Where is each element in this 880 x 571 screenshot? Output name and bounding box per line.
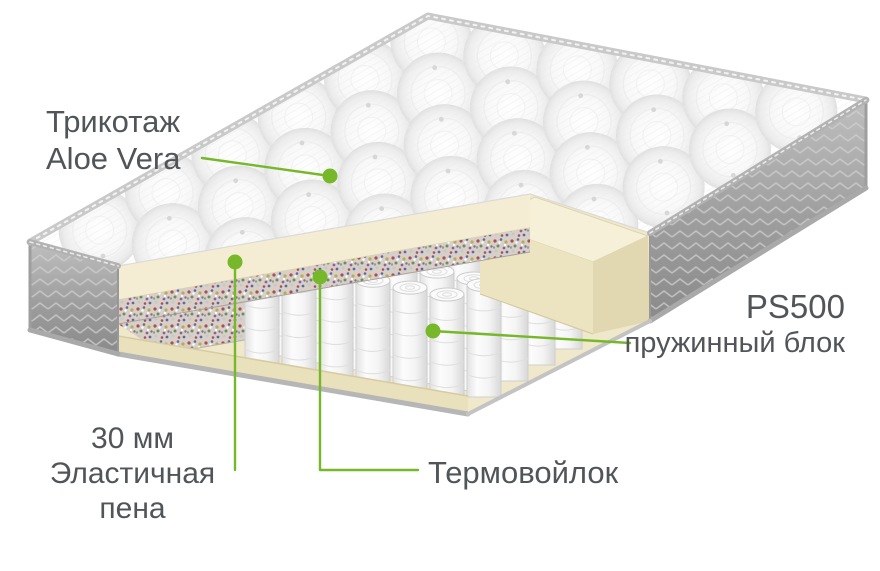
callout-felt [312,269,420,472]
edge-piping [26,12,870,416]
label-spring-model: PS500 [745,288,845,325]
callouts [200,156,632,472]
label-thermo-felt: Термовойлок [428,455,618,491]
callout-dot-knit [322,168,338,184]
label-knit-line2: Aloe Vera [46,141,181,176]
label-spring-desc: пружинный блок [624,327,845,359]
label-foam-line2: Эластичная [49,457,216,490]
right-side-panel [649,100,868,321]
label-knit-line1: Трикотаж [46,104,181,139]
label-foam-line1: 30 мм [91,422,174,455]
label-spring-block: PS500 пружинный блок [625,288,845,360]
callout-dot-felt [312,269,328,285]
base-layer-edge [115,335,471,417]
label-felt-line1: Термовойлок [428,455,619,490]
label-foam-line3: пена [99,492,166,525]
callout-knit-fabric [200,156,338,184]
callout-spring-block [425,323,632,345]
left-side-panel [28,242,119,354]
label-elastic-foam: 30 мм Эластичная пена [40,421,225,526]
callout-dot-foam [227,254,243,270]
callout-dot-springs [425,323,441,339]
callout-foam [227,254,243,472]
label-knit-fabric: Трикотаж Aloe Vera [46,103,180,177]
